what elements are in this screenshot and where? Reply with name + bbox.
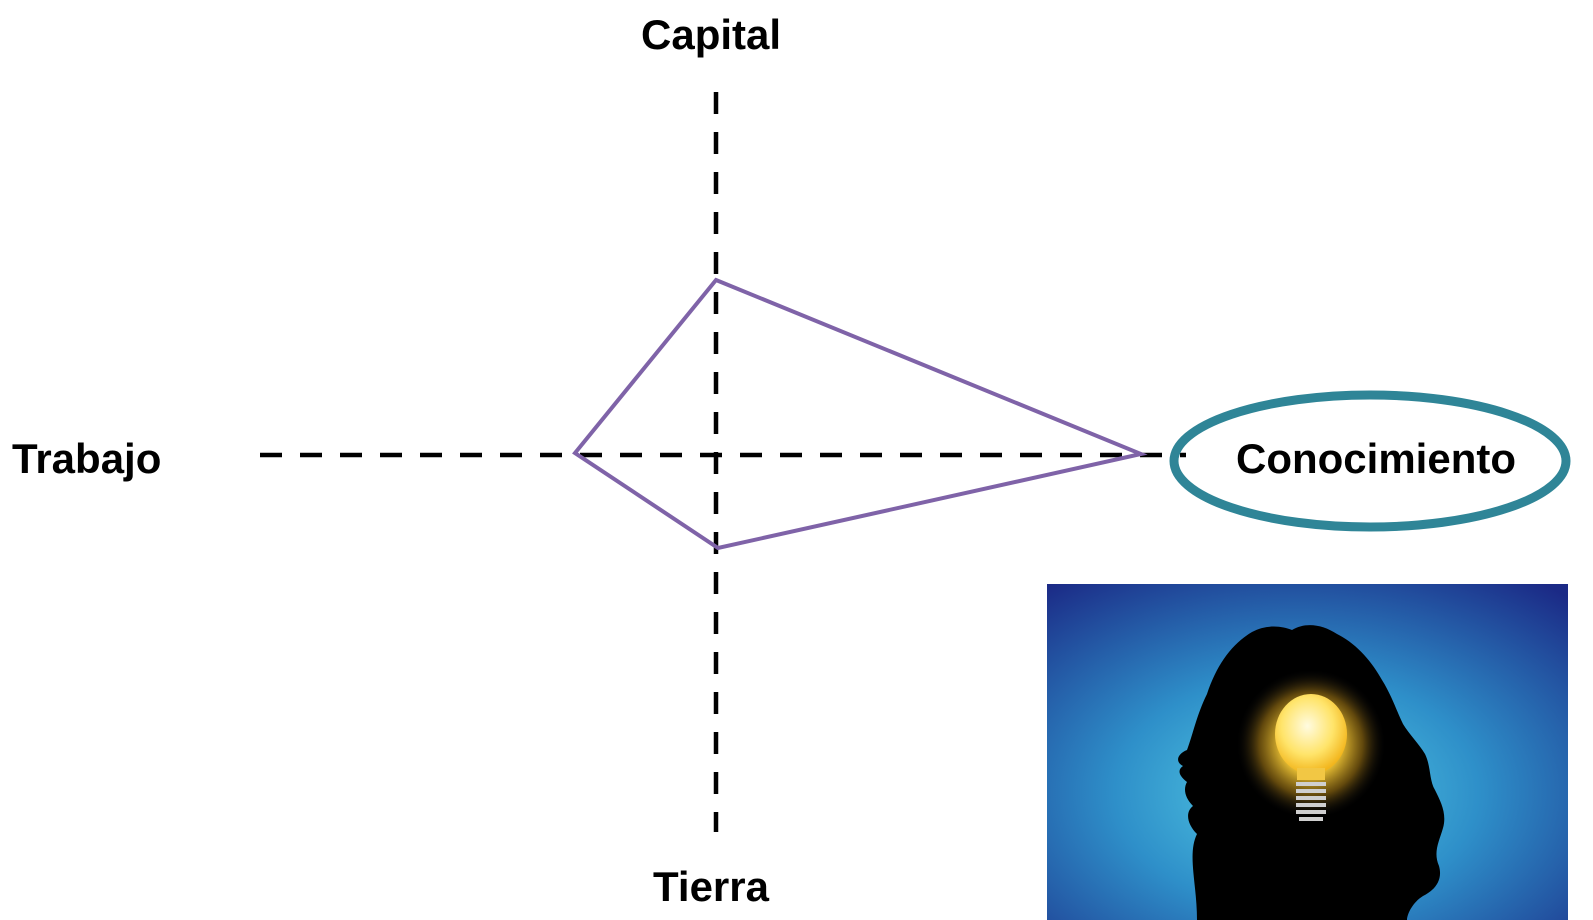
lightbulb-head-icon [1047,584,1568,920]
axis-label-left: Trabajo [12,435,162,482]
factor-polygon [572,277,1148,551]
head-lightbulb-image [1047,584,1568,920]
axis-label-bottom: Tierra [653,863,769,910]
axis-label-top: Capital [641,11,782,58]
highlight-ellipse [1169,390,1571,532]
axis-label-right: Conocimiento [1236,435,1516,482]
